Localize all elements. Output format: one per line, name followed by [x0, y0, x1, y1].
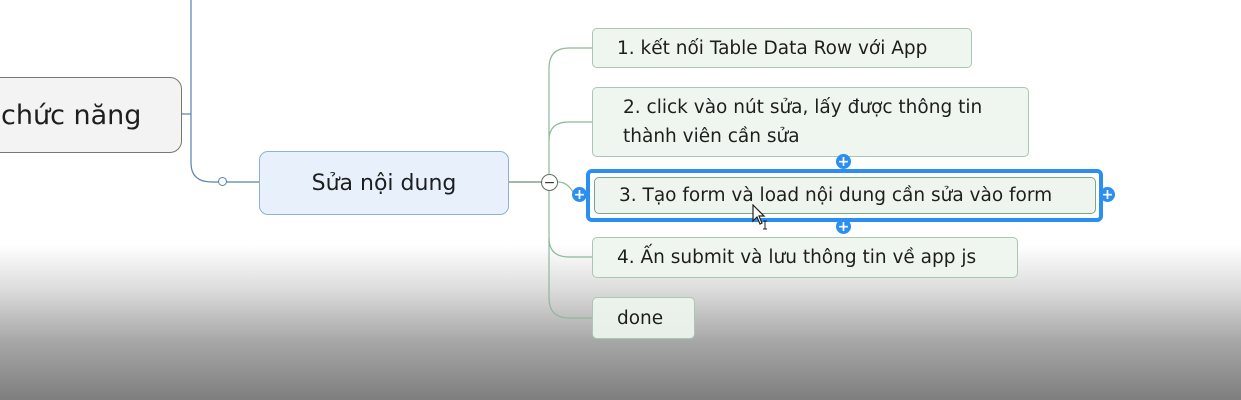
connector-joint: [218, 177, 227, 186]
main-topic-node[interactable]: Sửa nội dung: [259, 151, 509, 215]
add-topic-handle-right-icon[interactable]: +: [1100, 187, 1115, 202]
parent-topic-node[interactable]: chức năng: [0, 77, 182, 153]
subtopic-label-2: 2. click vào nút sửa, lấy được thông tin…: [623, 97, 983, 147]
subtopic-node-5[interactable]: done: [592, 297, 695, 339]
add-topic-handle-bottom-icon[interactable]: +: [836, 219, 851, 234]
minus-icon: −: [543, 174, 556, 191]
plus-icon: +: [573, 186, 586, 203]
parent-topic-label: chức năng: [1, 99, 142, 131]
subtopic-node-4[interactable]: 4. Ấn submit và lưu thông tin về app js: [592, 237, 1018, 278]
add-topic-handle-top-icon[interactable]: +: [836, 154, 851, 169]
collapse-toggle-button[interactable]: −: [541, 174, 558, 191]
main-topic-label: Sửa nội dung: [311, 170, 457, 196]
connector-branch-5: [548, 238, 592, 319]
subtopic-label-5: done: [617, 307, 664, 329]
subtopic-node-2[interactable]: 2. click vào nút sửa, lấy được thông tin…: [592, 87, 1029, 157]
subtopic-node-1[interactable]: 1. kết nối Table Data Row với App: [592, 28, 972, 68]
plus-icon: +: [837, 153, 850, 170]
subtopic-label-1: 1. kết nối Table Data Row với App: [617, 37, 928, 59]
add-topic-handle-left-icon[interactable]: +: [572, 187, 587, 202]
connector-branch-1: [548, 47, 592, 174]
plus-icon: +: [1101, 186, 1114, 203]
plus-icon: +: [837, 218, 850, 235]
subtopic-node-3-selected[interactable]: 3. Tạo form và load nội dung cần sửa vào…: [594, 177, 1096, 214]
subtopic-label-3: 3. Tạo form và load nội dung cần sửa vào…: [619, 185, 1053, 206]
subtopic-label-4: 4. Ấn submit và lưu thông tin về app js: [617, 247, 977, 268]
mouse-cursor-icon: [752, 204, 767, 230]
connector-parent-to-main: [190, 0, 259, 183]
connector-branch-2: [548, 121, 592, 141]
